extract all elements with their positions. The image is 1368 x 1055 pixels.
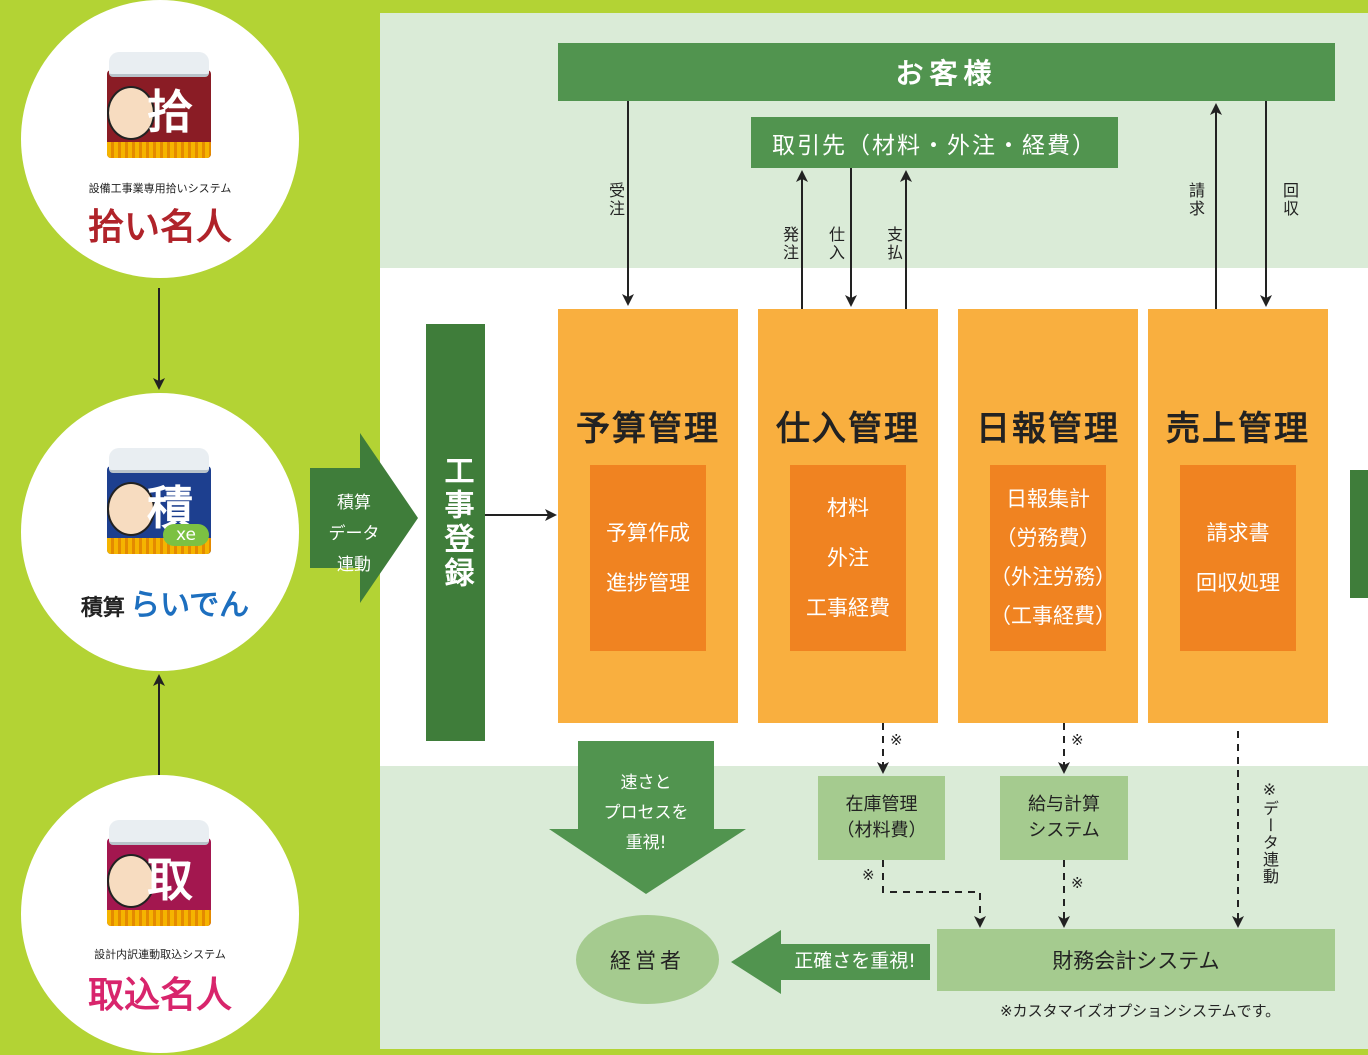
payroll-line: 給与計算	[1028, 794, 1100, 815]
awning-shape	[109, 448, 209, 473]
payroll-box: 給与計算 システム	[1000, 776, 1128, 860]
speed-arrow-line: 速さと	[620, 773, 672, 793]
module-item: 請求書	[1206, 521, 1270, 545]
module-purchase: 仕入管理 材料 外注 工事経費	[758, 309, 938, 723]
estimate-link-label: 積算 データ 連動	[316, 488, 392, 581]
register-bar	[426, 324, 485, 741]
data-link-label: ※データ連動	[1260, 780, 1279, 885]
xe-badge: xe	[163, 524, 209, 546]
inventory-line: （材料費）	[836, 820, 927, 841]
torikomi-name: 取込名人	[87, 974, 232, 1016]
speed-arrow-icon	[549, 741, 746, 894]
mascot-face-icon	[107, 854, 155, 908]
module-budget: 予算管理 予算作成 進捗管理	[558, 309, 738, 723]
module-detail-box: 材料 外注 工事経費	[790, 465, 906, 651]
inventory-line: 在庫管理	[845, 794, 918, 815]
estimate-link-line: 連動	[337, 555, 371, 575]
speed-arrow-line: プロセスを	[603, 803, 689, 823]
estimate-link-line: データ	[328, 524, 380, 544]
payroll-line: システム	[1028, 820, 1100, 841]
register-label: 工事登録	[438, 455, 474, 591]
label-order-placed: 発注	[780, 226, 799, 262]
module-sales: 売上管理 請求書 回収処理	[1148, 309, 1328, 723]
hiroi-name: 拾い名人	[87, 206, 232, 248]
hiroi-logo-icon: 拾	[105, 52, 215, 162]
supplier-box: 取引先（材料・外注・経費）	[751, 117, 1118, 168]
module-item: （外注労務）	[990, 565, 1116, 589]
estimate-link-arrow-icon	[310, 433, 418, 603]
awning-shape	[109, 52, 209, 77]
accuracy-arrow-label: 正確さを重視!	[794, 950, 916, 972]
note-mark: ※	[1071, 874, 1084, 892]
accounting-box: 財務会計システム	[937, 929, 1335, 991]
label-payment: 支払	[884, 226, 903, 262]
inventory-box: 在庫管理 （材料費）	[818, 776, 945, 860]
accuracy-arrow-icon	[731, 930, 930, 994]
footnote: ※カスタマイズオプションシステムです。	[1000, 1002, 1281, 1020]
module-item: 進捗管理	[606, 571, 690, 595]
label-invoice: 請求	[1186, 182, 1205, 218]
raiden-name: 積算 らいでん	[60, 580, 270, 624]
label-collection: 回収	[1280, 182, 1299, 218]
torikomi-subtitle: 設計内訳連動取込システム	[94, 948, 226, 961]
raiden-logo-icon: 積 xe	[105, 448, 215, 558]
module-title: 売上管理	[1166, 409, 1310, 449]
note-mark: ※	[890, 731, 903, 749]
logo-kanji: 取	[147, 853, 193, 907]
executive-ellipse: 経営者	[576, 915, 719, 1004]
mascot-face-icon	[107, 482, 155, 536]
note-mark: ※	[1071, 731, 1084, 749]
module-detail-box: 請求書 回収処理	[1180, 465, 1296, 651]
torikomi-logo-icon: 取	[105, 820, 215, 930]
note-mark: ※	[862, 866, 875, 884]
module-title: 日報管理	[976, 409, 1120, 449]
mascot-face-icon	[107, 86, 155, 140]
fringe-shape	[107, 910, 211, 926]
module-item: （工事経費）	[990, 604, 1116, 628]
module-item: 工事経費	[806, 596, 890, 620]
module-title: 予算管理	[576, 409, 720, 449]
awning-shape	[109, 820, 209, 845]
module-item: 外注	[827, 546, 869, 570]
module-detail-box: 予算作成 進捗管理	[590, 465, 706, 651]
module-item: 回収処理	[1196, 571, 1280, 595]
raiden-name-main: らいでん	[130, 588, 250, 623]
module-item: 予算作成	[606, 521, 690, 545]
raiden-name-prefix: 積算	[80, 596, 125, 621]
module-item: 材料	[827, 496, 869, 520]
speed-arrow-line: 重視!	[625, 833, 667, 853]
label-purchase: 仕入	[826, 226, 845, 262]
fringe-shape	[107, 142, 211, 158]
module-title: 仕入管理	[776, 409, 920, 449]
estimate-link-line: 積算	[337, 493, 371, 513]
hiroi-subtitle: 設備工事業専用拾いシステム	[88, 182, 232, 195]
module-item: （労務費）	[995, 526, 1101, 550]
module-item: 日報集計	[1006, 487, 1090, 511]
module-daily-report: 日報管理 日報集計 （労務費） （外注労務） （工事経費）	[958, 309, 1138, 723]
speed-arrow-label: 速さと プロセスを 重視!	[578, 768, 714, 858]
module-detail-box: 日報集計 （労務費） （外注労務） （工事経費）	[990, 465, 1116, 651]
customer-box: お客様	[558, 43, 1335, 101]
logo-kanji: 拾	[147, 85, 193, 139]
edge-bar	[1350, 470, 1368, 598]
label-order-received: 受注	[606, 182, 625, 218]
